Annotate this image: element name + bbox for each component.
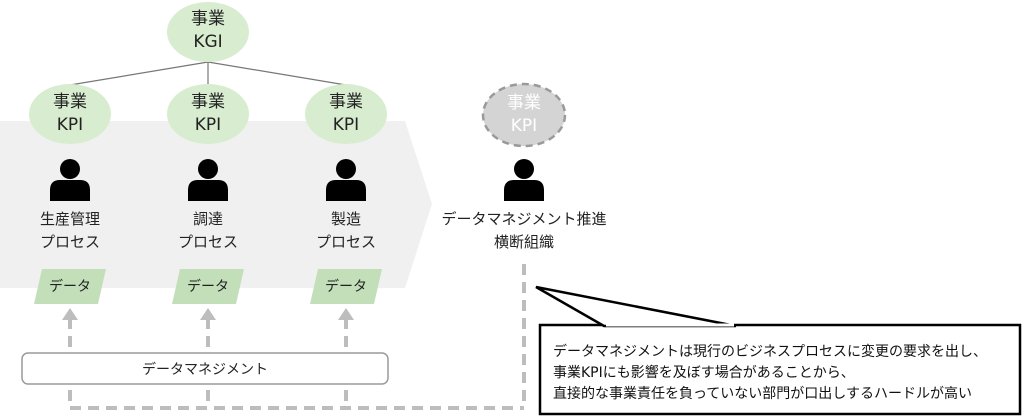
callout: データマネジメントは現行のビジネスプロセスに変更の要求を出し、 事業KPIにも影…: [535, 285, 1022, 416]
dashed-kpi-line1: 事業: [507, 93, 541, 113]
tree-connectors: [69, 61, 347, 86]
person-icon: [188, 159, 228, 201]
data-3-label: データ: [325, 278, 367, 295]
data-box-1: データ: [34, 269, 106, 304]
person-icon: [504, 159, 544, 201]
kpi-node-3: 事業 KPI: [305, 84, 387, 144]
kpi-2-line2: KPI: [195, 115, 221, 135]
data-2-label: データ: [187, 278, 229, 295]
callout-line2: 事業KPIにも影響を及ぼす場合があることから、: [553, 364, 855, 381]
org-line1: データマネジメント推進: [441, 210, 606, 228]
process-chevron-1: [0, 121, 170, 288]
process-1-line2: プロセス: [40, 233, 100, 251]
kpi-3-line1: 事業: [329, 92, 363, 112]
callout-line3: 直接的な事業責任を負っていない部門が口出しするハードルが高い: [553, 385, 972, 402]
org-line2: 横断組織: [494, 233, 554, 251]
process-chevron-3: [275, 121, 432, 288]
data-box-3: データ: [310, 269, 382, 304]
kgi-node: 事業 KGI: [167, 2, 249, 62]
arrowhead-3: [338, 308, 354, 320]
person-icon: [326, 159, 366, 201]
process-1-line1: 生産管理: [40, 210, 100, 228]
kpi-2-line1: 事業: [191, 92, 225, 112]
kpi-1-line1: 事業: [53, 92, 87, 112]
kgi-line2: KGI: [193, 32, 222, 52]
dashed-kpi-line2: KPI: [511, 116, 537, 136]
kpi-1-line2: KPI: [57, 115, 83, 135]
data-box-2: データ: [172, 269, 244, 304]
kpi-node-dashed: 事業 KPI: [481, 82, 567, 148]
arrowhead-2: [200, 308, 216, 320]
arrowhead-1: [62, 308, 78, 320]
kpi-node-2: 事業 KPI: [167, 84, 249, 144]
process-3-line1: 製造: [331, 210, 361, 228]
process-chevron-2: [137, 121, 310, 288]
kpi-3-line2: KPI: [333, 115, 359, 135]
data-management-label: データマネジメント: [142, 361, 268, 378]
kpi-node-1: 事業 KPI: [29, 84, 111, 144]
callout-line1: データマネジメントは現行のビジネスプロセスに変更の要求を出し、: [553, 343, 987, 360]
data-management-bar: データマネジメント: [21, 352, 389, 385]
process-3-line2: プロセス: [316, 233, 376, 251]
person-icon: [50, 159, 90, 201]
process-2-line1: 調達: [193, 210, 223, 228]
process-2-line2: プロセス: [178, 233, 238, 251]
data-1-label: データ: [49, 278, 91, 295]
kgi-line1: 事業: [191, 9, 225, 29]
